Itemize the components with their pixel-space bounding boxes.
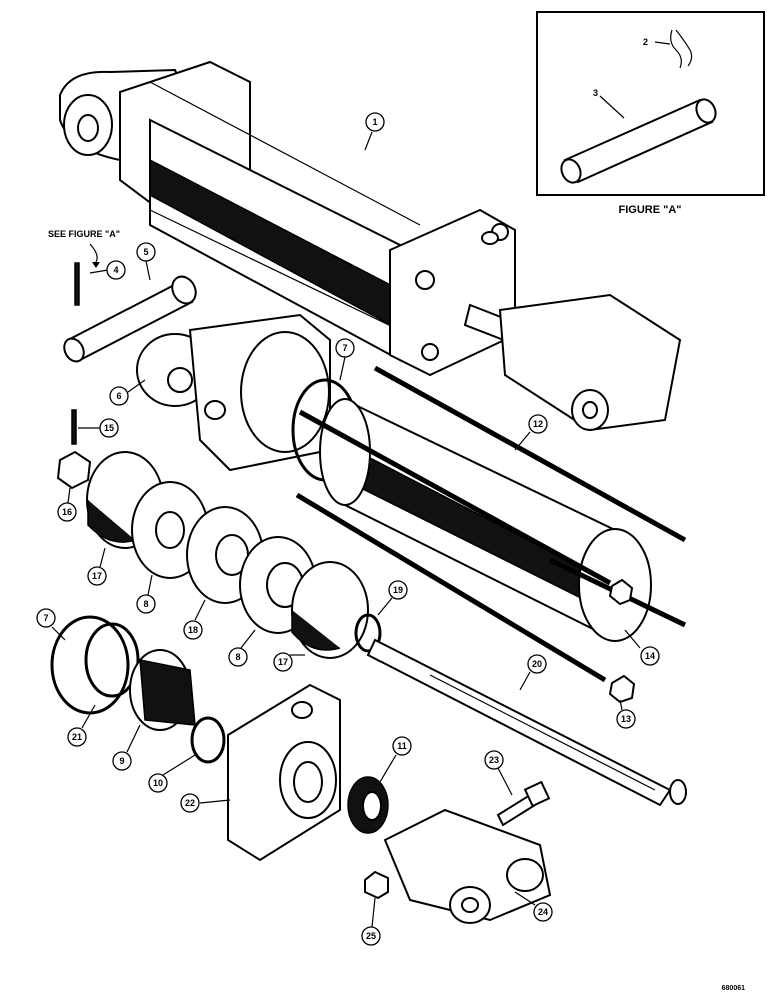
callout-5: 5 [136,242,156,281]
callout-19: 19 [377,580,408,616]
svg-text:21: 21 [72,732,82,742]
svg-text:6: 6 [116,391,121,401]
pin-part-3 [560,98,717,184]
callout-10: 10 [148,754,196,793]
callout-15: 15 [78,418,119,438]
nut-barrel [608,578,634,606]
label-2: 2 [643,37,648,47]
callout-12: 12 [514,414,548,451]
see-figure-a-note: SEE FIGURE "A" [48,229,120,239]
figure-a-inset: 2 3 FIGURE "A" [536,11,765,216]
svg-text:18: 18 [188,625,198,635]
label-3: 3 [593,88,598,98]
callout-14: 14 [624,629,660,666]
bolt-part-23 [496,780,551,827]
barrel-part-14 [319,398,652,642]
piston-rod-part-20 [366,638,687,807]
castle-nut-part-16 [56,450,92,490]
svg-text:25: 25 [366,931,376,941]
snap-ring-part-21 [84,622,140,698]
rod-end-cap-part-22 [227,683,341,862]
svg-text:11: 11 [397,741,407,751]
svg-text:17: 17 [92,571,102,581]
callout-16: 16 [57,487,77,522]
svg-text:10: 10 [153,778,163,788]
svg-text:4: 4 [113,265,118,275]
wiper-seal-part-11 [347,776,389,834]
spring-pin-part-15 [71,409,77,445]
svg-text:23: 23 [489,755,499,765]
callout-18: 18 [183,599,206,640]
svg-text:14: 14 [645,651,655,661]
tie-rod-part-12 [373,365,687,543]
svg-text:16: 16 [62,507,72,517]
figure-a-caption: FIGURE "A" [619,204,682,216]
gland-part-9 [129,649,196,731]
callout-11: 11 [379,736,412,783]
svg-text:8: 8 [235,652,240,662]
callout-17b: 17 [273,652,305,672]
svg-text:9: 9 [119,756,124,766]
callout-13: 13 [616,699,636,729]
callouts: 1 4 5 6 7 12 15 16 17 8 18 8 17 19 14 20… [36,112,660,946]
callout-7-bottom: 7 [36,608,66,641]
callout-25: 25 [361,897,381,946]
tie-rod-part-12b [298,409,612,586]
callout-24: 24 [514,891,553,922]
nut-part-25 [364,870,389,900]
svg-text:13: 13 [621,714,631,724]
pin-part-5 [63,275,197,363]
callout-4: 4 [89,260,126,280]
svg-text:22: 22 [185,798,195,808]
piston-stack [86,451,382,659]
callout-21: 21 [67,704,96,747]
drawing-number: 680061 [722,985,745,992]
svg-text:12: 12 [533,419,543,429]
svg-text:19: 19 [393,585,403,595]
backup-ring-part-19 [354,613,382,653]
base-end-cap-part-6 [136,313,331,472]
callout-22: 22 [180,793,231,813]
svg-text:24: 24 [538,907,548,917]
callout-6: 6 [109,379,146,406]
tie-rod-part-12c [295,492,607,683]
svg-text:1: 1 [372,117,377,127]
svg-text:7: 7 [342,343,347,353]
callout-17a: 17 [87,547,107,586]
callout-23: 23 [484,750,513,796]
callout-7-top: 7 [335,338,355,381]
svg-text:5: 5 [143,247,148,257]
callout-20: 20 [519,654,547,691]
clevis-part-24 [383,808,552,924]
nut-part-13 [608,674,636,704]
callout-8a: 8 [136,574,156,614]
o-ring-part-7-bottom [50,615,130,715]
o-ring-part-10 [190,716,226,764]
callout-8b: 8 [228,629,256,667]
callout-1: 1 [364,112,385,151]
cotter-pin-part-2 [670,29,693,69]
assembled-cylinder-part-1 [59,60,682,432]
cotter-pin-part-4 [74,262,80,306]
svg-text:8: 8 [143,599,148,609]
svg-text:15: 15 [104,423,114,433]
svg-text:7: 7 [43,613,48,623]
svg-text:20: 20 [532,659,542,669]
callout-9: 9 [112,724,141,771]
svg-text:17: 17 [278,657,288,667]
